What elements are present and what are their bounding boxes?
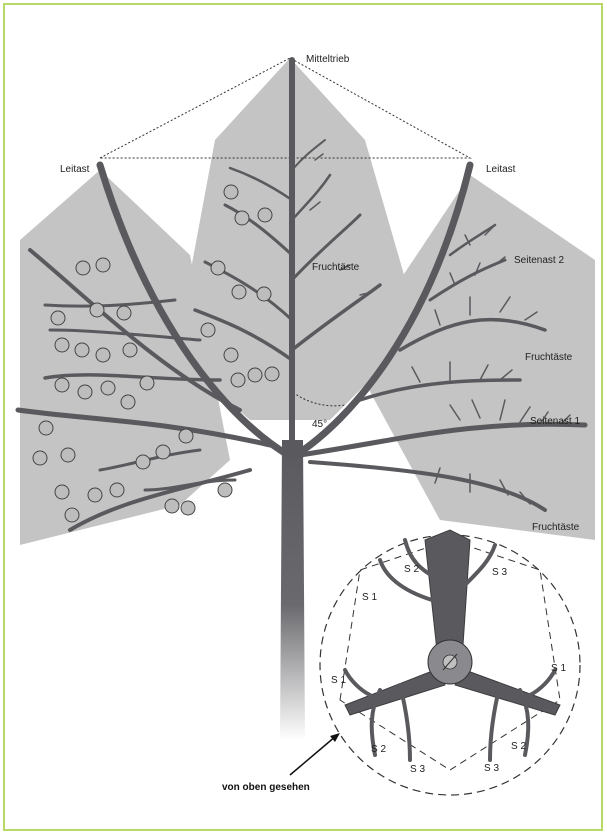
tv-label-s3-top: S 3 (492, 567, 507, 578)
label-seitenast-1: Seitenast 1 (530, 416, 580, 427)
label-leitast-left: Leitast (60, 164, 90, 175)
tv-label-s2-bottom-left: S 2 (371, 744, 386, 755)
tv-label-s2-bottom-right: S 2 (511, 741, 526, 752)
tv-label-s3-bottom-right: S 3 (484, 763, 499, 774)
trunk (280, 440, 305, 740)
label-von-oben-gesehen: von oben gesehen (222, 782, 310, 793)
tv-label-s1-top: S 1 (362, 592, 377, 603)
tv-label-s1-right: S 1 (551, 663, 566, 674)
label-leitast-right: Leitast (486, 164, 516, 175)
label-seitenast-2: Seitenast 2 (514, 255, 564, 266)
tv-label-s2-top: S 2 (404, 564, 419, 575)
tv-label-s1-left: S 1 (331, 675, 346, 686)
pointer-arrow (290, 736, 336, 775)
label-fruchtaeste-center: Fruchtäste (312, 262, 360, 273)
tv-label-s3-bottom-left: S 3 (410, 764, 425, 775)
label-mitteltrieb: Mitteltrieb (306, 54, 350, 65)
label-fruchtaeste-right: Fruchtäste (525, 352, 573, 363)
label-angle: 45° (312, 419, 327, 430)
label-fruchtaeste-bottom: Fruchtäste (532, 522, 580, 533)
top-view-diagram (320, 530, 580, 795)
